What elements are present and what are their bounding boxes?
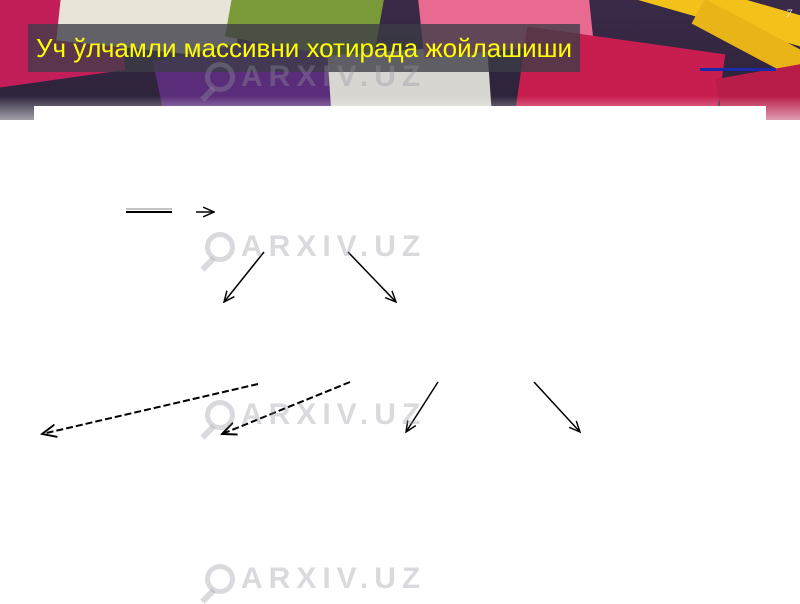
arrow-level2-1 — [42, 383, 259, 434]
arrow-level2-3 — [406, 381, 439, 432]
watermark: ARXIV.UZ — [205, 230, 426, 264]
content-panel — [34, 106, 766, 600]
arrow-level1-left — [224, 251, 265, 302]
arrow-level2-4 — [533, 381, 580, 432]
title-underline — [700, 68, 776, 71]
watermark-text: ARXIV.UZ — [241, 562, 427, 595]
watermark: ARXIV.UZ — [205, 398, 426, 432]
magnifier-icon — [205, 62, 235, 92]
watermark-text: ARXIV.UZ — [241, 60, 427, 93]
magnifier-icon — [205, 564, 235, 594]
watermark: ARXIV.UZ — [205, 60, 426, 94]
magnifier-icon — [205, 232, 235, 262]
slide-number: 7 — [786, 6, 792, 20]
title-box: Уч ўлчамли массивни хотирада жойлашиши — [28, 24, 581, 72]
watermark: ARXIV.UZ — [205, 562, 426, 596]
arrow-level1-right — [347, 251, 396, 302]
slide-title: Уч ўлчамли массивни хотирада жойлашиши — [36, 32, 573, 63]
watermark-text: ARXIV.UZ — [241, 398, 427, 431]
arrow-level2-2 — [222, 381, 351, 434]
magnifier-icon — [205, 400, 235, 430]
watermark-text: ARXIV.UZ — [241, 230, 427, 263]
